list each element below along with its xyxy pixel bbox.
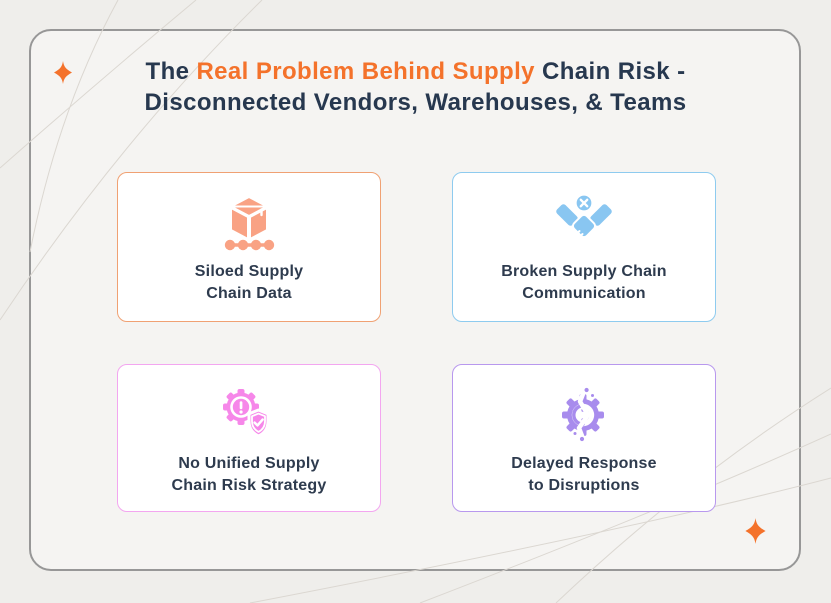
title-prefix: The — [145, 58, 197, 85]
sparkle-icon — [742, 517, 769, 545]
broken-handshake-icon — [552, 193, 616, 251]
card-label-line2: Chain Risk Strategy — [171, 476, 327, 494]
package-conveyor-icon — [217, 193, 281, 251]
card-delayed-response-to-disruptions: Delayed Response to Disruptions — [452, 364, 716, 512]
card-siloed-supply-chain-data: Siloed Supply Chain Data — [117, 172, 381, 322]
card-label-line1: Broken Supply Chain — [501, 263, 667, 280]
page-title-line2: Disconnected Vendors, Warehouses, & Team… — [144, 89, 687, 116]
card-label: Siloed Supply Chain Data — [195, 261, 303, 304]
card-label: Delayed Response to Disruptions — [511, 453, 656, 496]
card-label-line2: Chain Data — [206, 284, 292, 302]
card-label-line1: Siloed Supply — [194, 263, 304, 280]
card-no-unified-supply-chain-risk-strategy: No Unified Supply Chain Risk Strategy — [117, 364, 381, 512]
title-highlight: Real Problem Behind Supply — [196, 58, 535, 85]
card-label-line2: Communication — [522, 284, 646, 302]
card-label: Broken Supply Chain Communication — [501, 261, 667, 304]
page-title: The Real Problem Behind Supply Chain Ris… — [0, 56, 831, 118]
card-label-line1: Delayed Response — [511, 455, 657, 472]
page-title-line1: The Real Problem Behind Supply Chain Ris… — [0, 56, 831, 87]
title-suffix: Chain Risk - — [534, 58, 686, 85]
gear-alert-shield-icon — [217, 385, 281, 443]
card-label-line2: to Disruptions — [528, 476, 640, 494]
split-gear-icon — [552, 385, 616, 443]
card-broken-supply-chain-communication: Broken Supply Chain Communication — [452, 172, 716, 322]
card-label: No Unified Supply Chain Risk Strategy — [172, 453, 327, 496]
card-label-line1: No Unified Supply — [178, 455, 320, 472]
